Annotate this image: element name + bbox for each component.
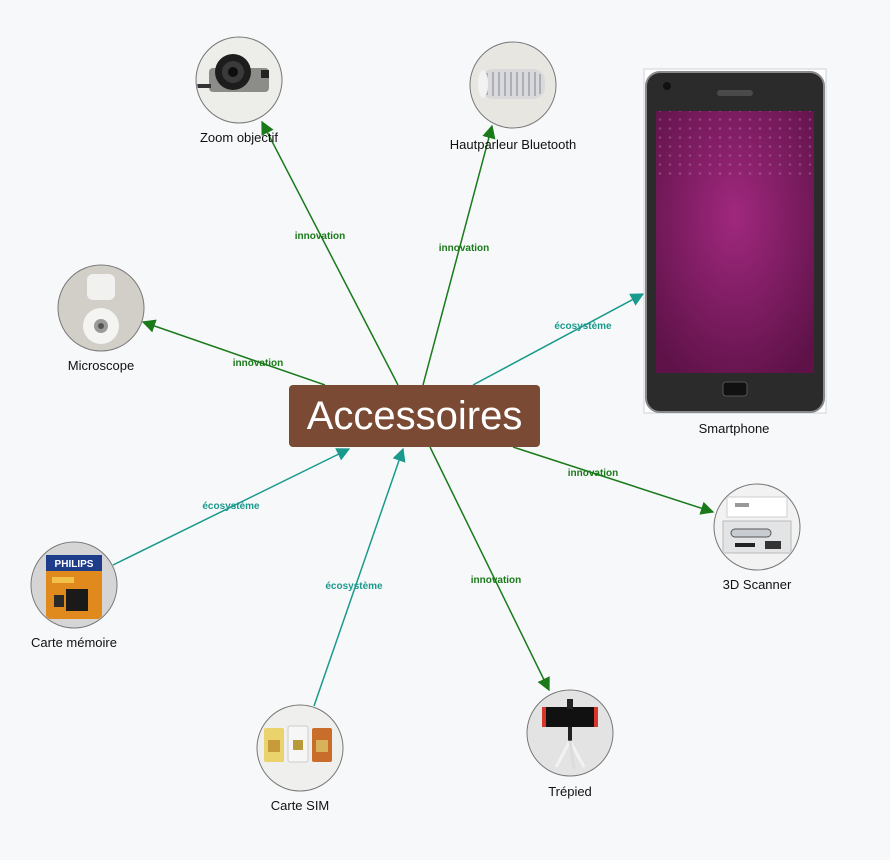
node-label-scanner: 3D Scanner (722, 577, 792, 592)
edge-speaker (422, 124, 496, 386)
smartphone-icon (645, 71, 825, 413)
node-zoom[interactable] (195, 36, 283, 124)
edge-label-memory: écosystème (202, 501, 260, 512)
node-label-memory: Carte mémoire (31, 635, 117, 650)
sim-card-icon (258, 706, 342, 790)
edge-label-microscope: innovation (233, 358, 284, 369)
edge-label-tripod: innovation (471, 575, 522, 586)
node-label-zoom: Zoom objectif (199, 130, 279, 145)
edges: innovation innovation innovation écosyst… (112, 120, 715, 707)
node-speaker[interactable] (469, 41, 557, 129)
node-label-smartphone: Smartphone (698, 421, 770, 436)
node-label-speaker: Hautparleur Bluetooth (449, 137, 577, 152)
edge-label-scanner: innovation (568, 468, 619, 479)
edge-zoom (261, 120, 399, 386)
edge-label-smartphone: écosystème (554, 321, 612, 332)
edge-scanner (512, 446, 715, 515)
node-scanner[interactable] (713, 483, 801, 571)
node-microscope[interactable] (57, 264, 145, 352)
tripod-icon (528, 691, 612, 775)
edge-tripod (429, 446, 550, 692)
edge-label-zoom: innovation (295, 231, 346, 242)
node-label-tripod: Trépied (548, 784, 592, 799)
edge-smartphone (472, 293, 645, 386)
edge-label-speaker: innovation (439, 243, 490, 254)
speaker-icon (471, 43, 555, 127)
camera-lens-icon (197, 38, 281, 122)
edge-sim (313, 447, 406, 707)
edge-microscope (141, 319, 326, 386)
memory-card-icon: PHILIPS (32, 543, 116, 627)
node-label-sim: Carte SIM (270, 798, 330, 813)
edge-memory (112, 448, 351, 566)
node-memory[interactable]: PHILIPS (30, 541, 118, 629)
node-smartphone[interactable] (643, 68, 827, 414)
node-label-microscope: Microscope (67, 358, 135, 373)
scanner-icon (715, 485, 799, 569)
node-tripod[interactable] (526, 689, 614, 777)
svg-text:PHILIPS: PHILIPS (55, 559, 94, 570)
edge-label-sim: écosystème (325, 581, 383, 592)
microscope-icon (59, 266, 143, 350)
center-node[interactable]: Accessoires (289, 385, 540, 447)
node-sim[interactable] (256, 704, 344, 792)
